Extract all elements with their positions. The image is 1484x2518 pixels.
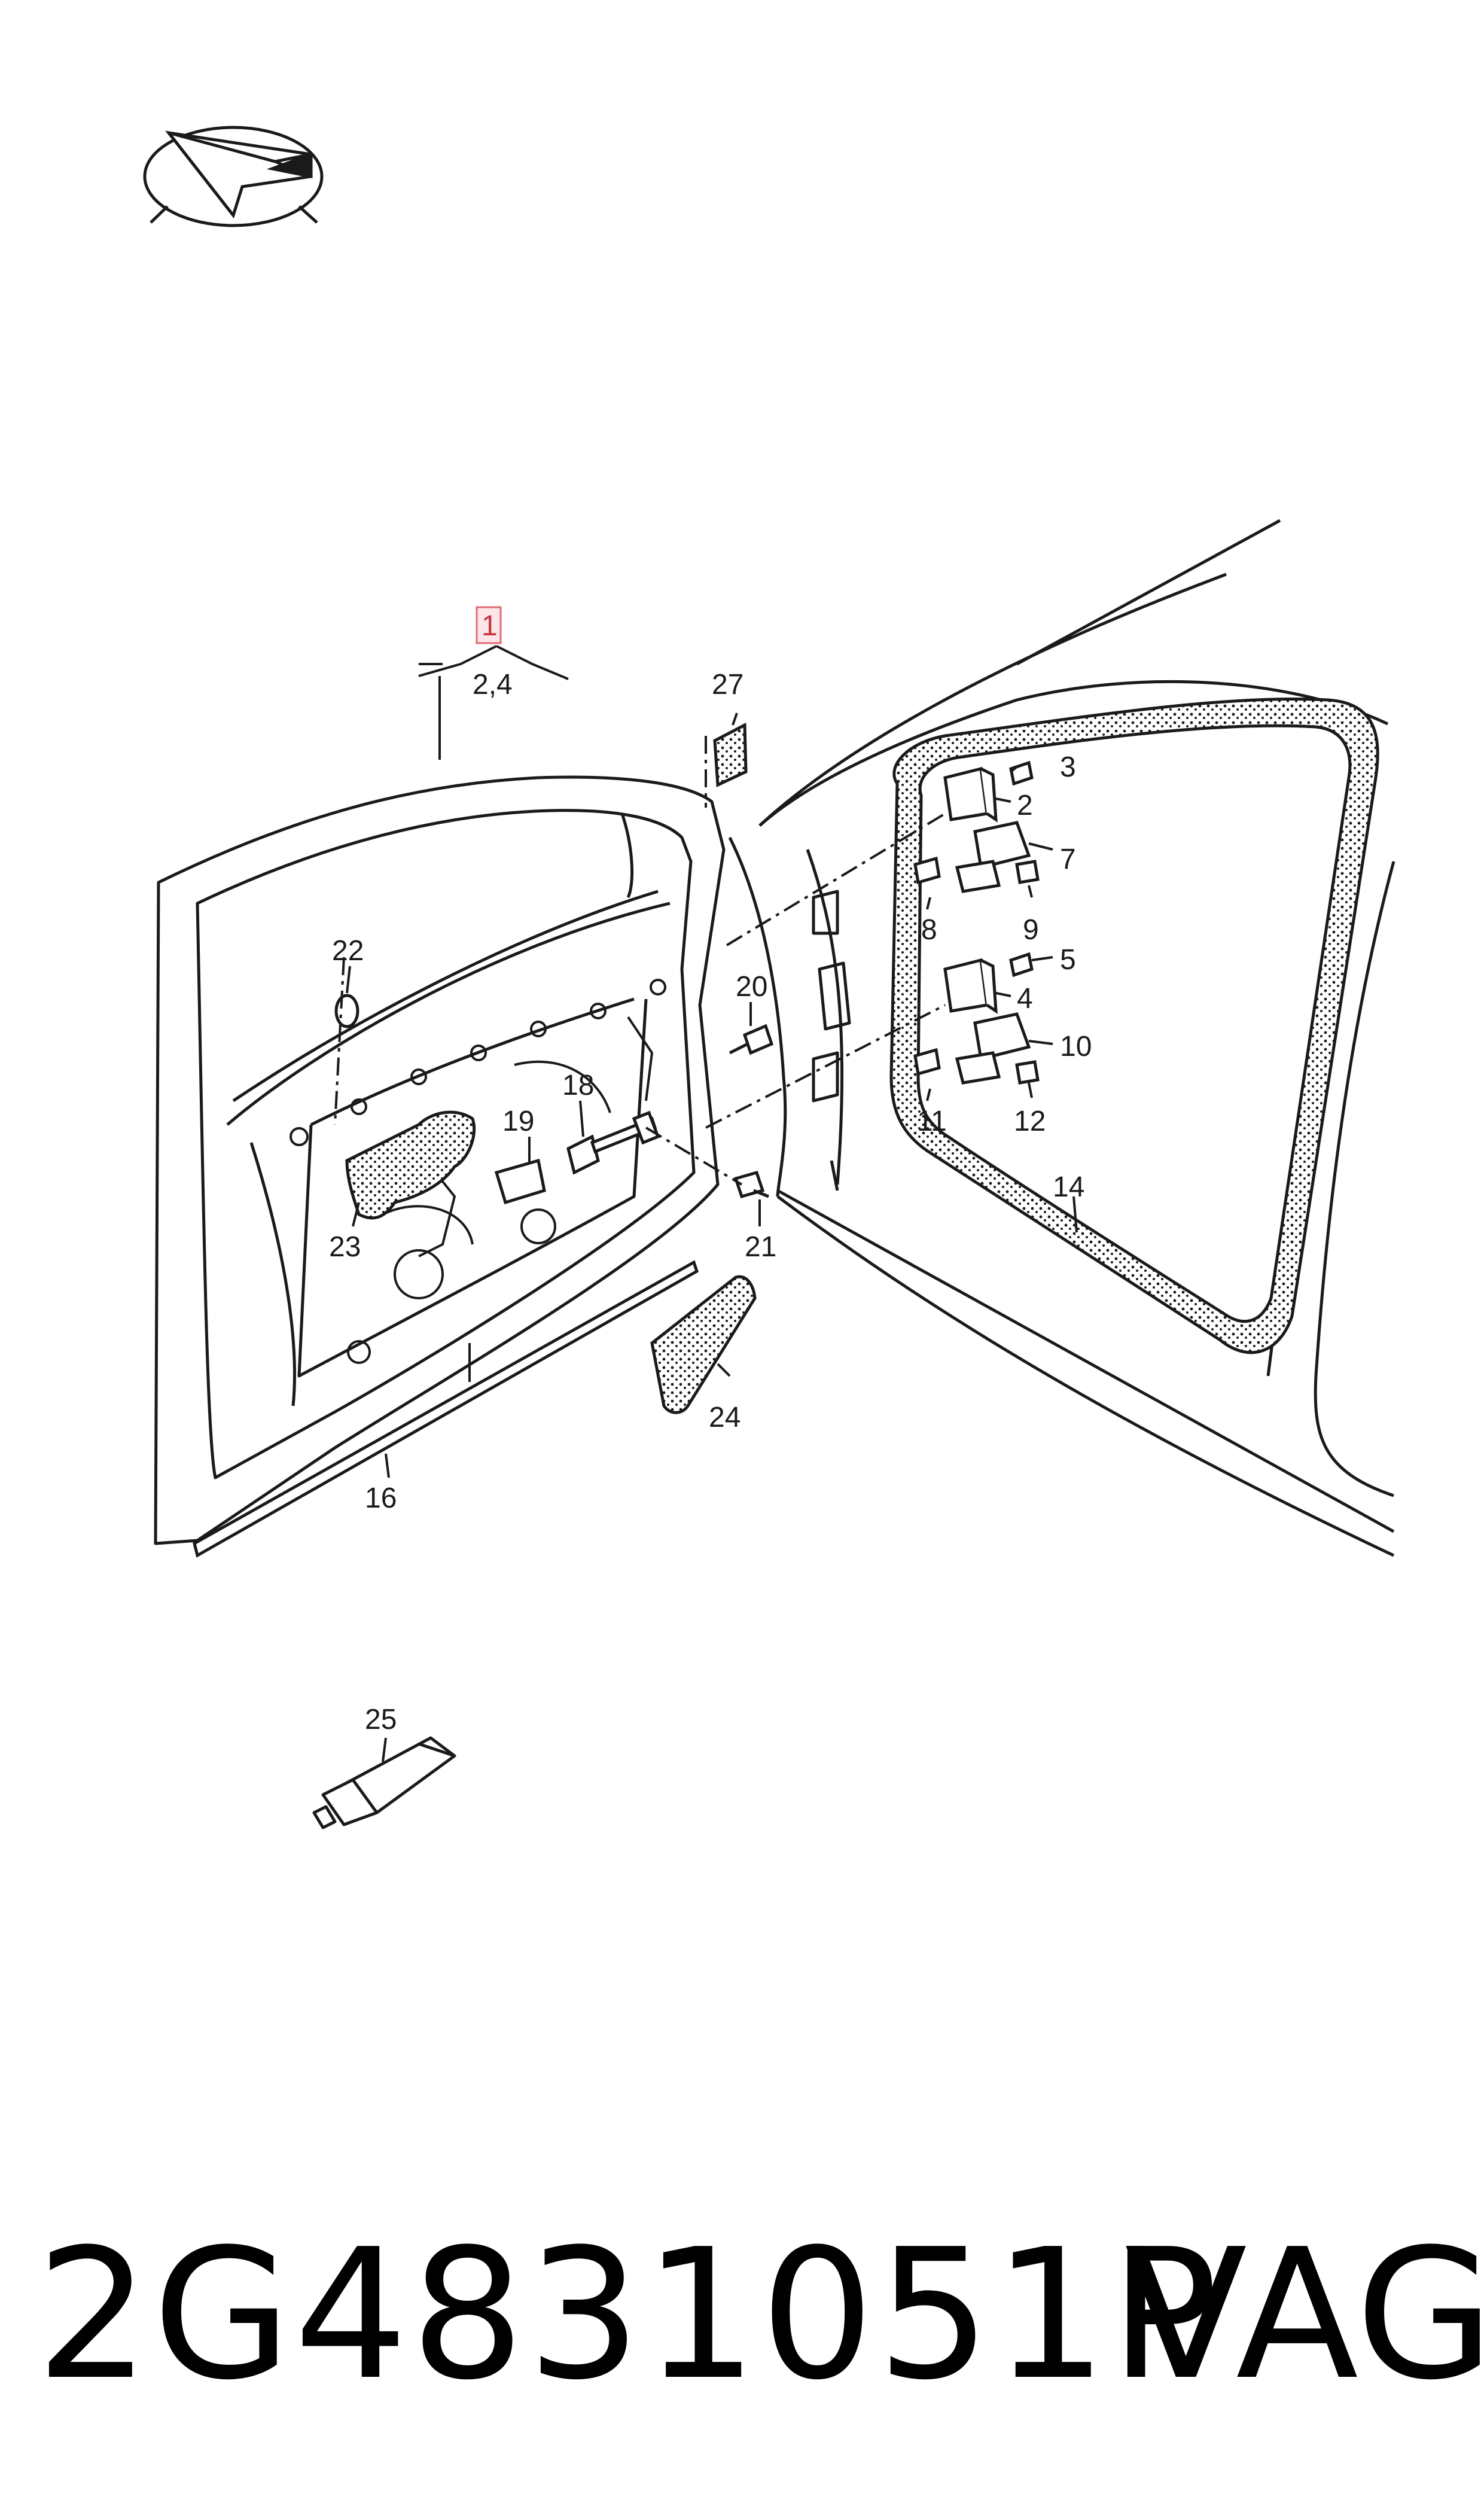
part-number: 2G4831051P [36, 2211, 1221, 2419]
orientation-logo [143, 126, 324, 227]
callout-box-1 [476, 606, 502, 644]
bolts [729, 1024, 774, 1199]
callout-23: 23 [329, 1231, 361, 1263]
callout-5: 5 [1060, 944, 1076, 976]
hinge-lower [913, 952, 1040, 1085]
insulation-pad [345, 1110, 476, 1220]
hinge-upper [913, 760, 1040, 893]
callout-4: 4 [1017, 983, 1033, 1015]
callout-7: 7 [1060, 844, 1076, 875]
callout-19: 19 [502, 1106, 534, 1137]
sound-pad [650, 1275, 757, 1414]
callout-22: 22 [332, 935, 364, 967]
label-sticker [713, 722, 748, 787]
callout-1: 1 [482, 610, 498, 642]
callout-10: 10 [1060, 1031, 1092, 1062]
callout-21: 21 [745, 1231, 776, 1263]
callout-8: 8 [921, 914, 937, 946]
callout-3: 3 [1060, 751, 1076, 783]
brand-label: VAG [1125, 2211, 1484, 2419]
door-sill-strip [193, 1260, 699, 1558]
callout-20: 20 [736, 971, 767, 1003]
grommet [334, 994, 359, 1028]
callout-2-4: 2,4 [473, 669, 513, 701]
callout-24: 24 [709, 1402, 741, 1433]
alignment-lines [334, 736, 946, 1186]
callout-14: 14 [1053, 1171, 1084, 1203]
callout-18: 18 [562, 1070, 594, 1101]
callout-11: 11 [917, 1106, 947, 1137]
callout-12: 12 [1014, 1106, 1046, 1137]
callout-25: 25 [365, 1704, 397, 1735]
door-check-strap [494, 1110, 660, 1205]
leader-lines [346, 645, 1078, 1762]
door-inner-details [290, 979, 666, 1364]
callout-9: 9 [1023, 914, 1039, 946]
adhesive-tube [312, 1736, 456, 1829]
callout-16: 16 [365, 1482, 397, 1514]
callout-2: 2 [1017, 790, 1033, 821]
callout-27: 27 [712, 669, 743, 701]
